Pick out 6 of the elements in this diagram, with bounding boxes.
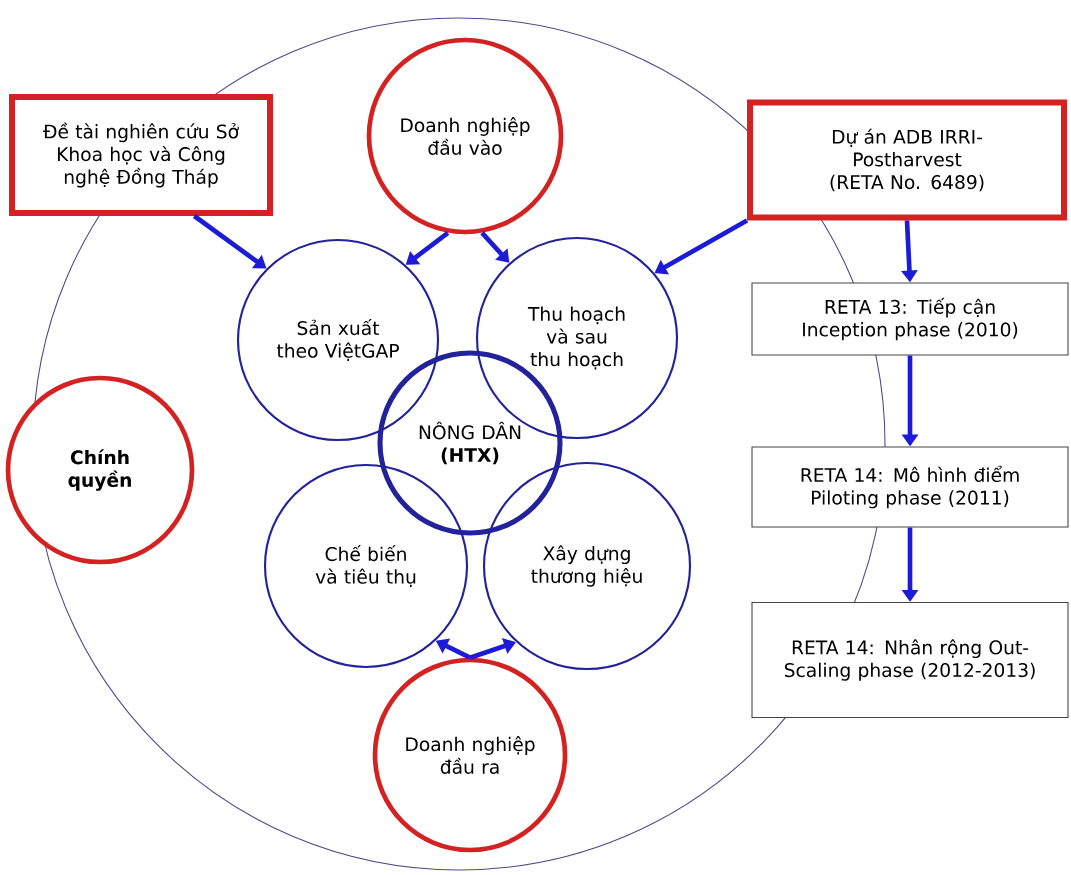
source-box: Đề tài nghiên cứu Sở Khoa học và Công nghệ Đồng Tháp bbox=[9, 94, 273, 216]
source-box: Dự án ADB IRRI- Postharvest (RETA No. 6489) bbox=[747, 99, 1067, 221]
phase-box: RETA 14: Nhân rộng Out-Scaling phase (2012-2013) bbox=[751, 601, 1069, 719]
arrow bbox=[480, 231, 510, 263]
phase-box: RETA 14: Mô hình điểm Piloting phase (2011) bbox=[751, 446, 1069, 528]
phase-box: RETA 13: Tiếp cận Inception phase (2010) bbox=[751, 282, 1069, 356]
